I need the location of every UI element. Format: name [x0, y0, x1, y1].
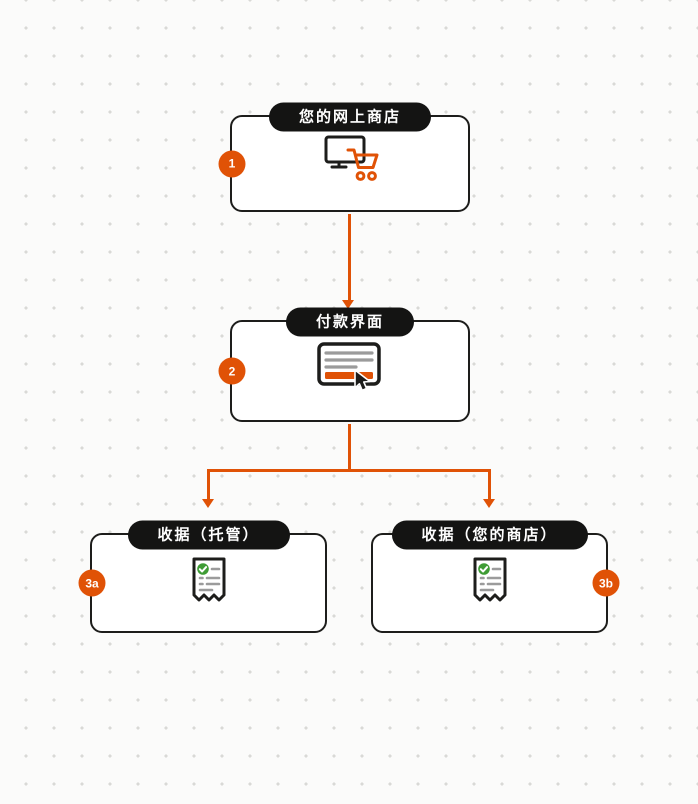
receipt-check-icon — [467, 556, 513, 611]
payment-form-cursor-icon — [315, 341, 385, 402]
node-title-pill: 收据（您的商店） — [391, 520, 588, 550]
node-online-store: 您的网上商店 1 — [218, 102, 470, 212]
step-badge-1: 1 — [218, 150, 246, 177]
node-title-pill: 收据（托管） — [127, 520, 290, 550]
connector-branch-bar — [207, 469, 491, 472]
step-badge-2: 2 — [218, 357, 246, 385]
connector-payment-stem — [347, 424, 351, 470]
arrowhead-down-icon — [202, 499, 214, 508]
arrowhead-down-icon — [483, 499, 495, 508]
node-receipt-hosted: 收据（托管） 3a — [78, 520, 327, 633]
receipt-check-icon — [186, 556, 232, 611]
step-badge-3b: 3b — [592, 569, 620, 597]
connector-branch-left — [207, 469, 210, 500]
node-title-pill: 您的网上商店 — [268, 102, 432, 132]
monitor-cart-icon — [319, 134, 381, 193]
arrow-store-to-payment — [347, 214, 351, 301]
node-receipt-your-store: 收据（您的商店） 3b — [371, 520, 620, 633]
connector-branch-right — [488, 469, 491, 500]
step-badge-3a: 3a — [78, 569, 106, 597]
node-title-pill: 付款界面 — [285, 307, 415, 337]
node-payment-ui: 付款界面 2 — [218, 307, 470, 422]
arrowhead-down-icon — [342, 300, 354, 309]
